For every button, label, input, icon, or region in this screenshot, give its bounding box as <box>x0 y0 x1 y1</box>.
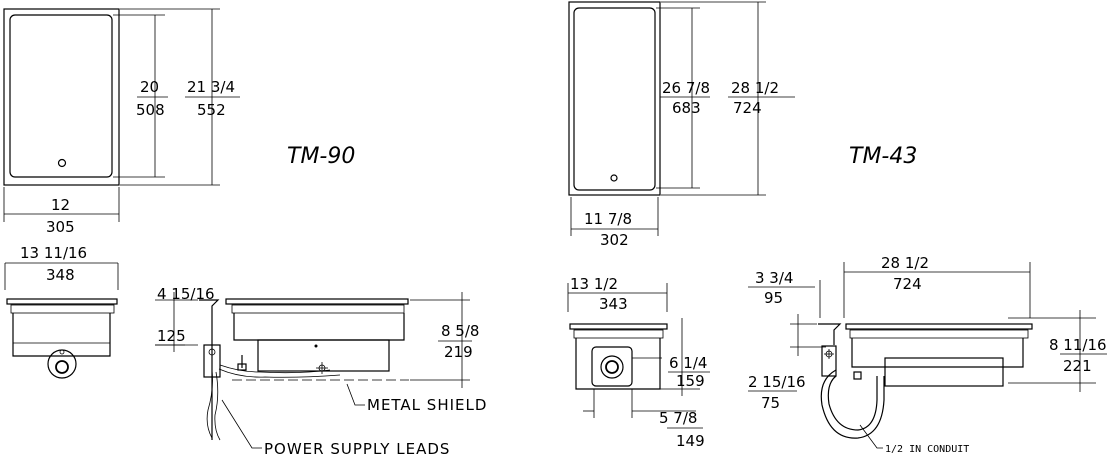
tm43-side-depth-mm: 221 <box>1063 357 1092 375</box>
tm90-inner-height-in: 20 <box>140 78 159 96</box>
tm43-outer-height-in: 28 1/2 <box>731 79 779 97</box>
tm90-front-width-in: 13 11/16 <box>20 244 87 262</box>
tm90-outer-height-mm: 552 <box>197 101 226 119</box>
tm43-side-length-mm: 724 <box>893 275 922 293</box>
tm43-top-width-mm: 302 <box>600 231 629 249</box>
tm43-box-height-mm: 159 <box>676 372 705 390</box>
tm90-outer-height-in: 21 3/4 <box>187 78 235 96</box>
tm43-side-view <box>748 262 1107 449</box>
tm43-side-offset-mm: 95 <box>764 289 783 307</box>
tm43-box-offset-in: 5 7/8 <box>659 409 697 427</box>
tm43-front-width-in: 13 1/2 <box>570 275 618 293</box>
tm43-top-width-in: 11 7/8 <box>584 210 632 228</box>
tm43-inner-height-mm: 683 <box>672 99 701 117</box>
tm43-front-body <box>575 338 661 390</box>
tm90-drain-hole <box>57 158 67 168</box>
tm90-front-width-mm: 348 <box>46 266 75 284</box>
tm43-junction-box <box>591 346 633 387</box>
tm90-top-view <box>3 8 240 222</box>
tm43-box-offset-mm: 149 <box>676 432 705 450</box>
tm90-front-view <box>4 262 119 379</box>
tm43-front-flange <box>569 323 668 330</box>
tm43-box-height-in: 6 1/4 <box>669 354 707 372</box>
tm43-conduit-inner <box>827 375 878 431</box>
tm43-outer-height-mm: 724 <box>733 99 762 117</box>
tm90-element-housing <box>257 339 390 372</box>
tm90-top-width-in: 12 <box>51 196 70 214</box>
tm90-drop-depth-in: 4 15/16 <box>157 285 215 303</box>
tm90-side-body <box>233 313 405 341</box>
tm90-side-depth-mm: 219 <box>444 343 473 361</box>
tm43-model-label: TM-43 <box>849 144 917 169</box>
tm43-side-body <box>851 338 1024 368</box>
tm90-inner-height-mm: 508 <box>136 101 165 119</box>
tm43-side-length-in: 28 1/2 <box>881 254 929 272</box>
tm90-model-label: TM-90 <box>287 144 355 169</box>
tm90-side-view <box>155 292 472 449</box>
tm90-terminal-box <box>203 344 221 378</box>
tm90-side-depth-in: 8 5/8 <box>441 322 479 340</box>
tm43-side-offset-in: 3 3/4 <box>755 269 793 287</box>
tm43-front-width-mm: 343 <box>599 295 628 313</box>
tm43-side-depth-in: 8 11/16 <box>1049 336 1107 354</box>
tm43-drop-depth-in: 2 15/16 <box>748 373 806 391</box>
tm90-top-inner-well <box>9 14 113 178</box>
tm43-top-outer-outline <box>568 1 661 196</box>
tm43-conduit-outer <box>820 369 885 439</box>
tm90-front-body <box>12 313 111 357</box>
tm43-element-housing <box>884 357 1004 387</box>
tm43-side-flange <box>845 323 1033 330</box>
tm90-side-flange <box>225 298 409 305</box>
power-supply-leads-label: POWER SUPPLY LEADS <box>264 440 450 458</box>
conduit-label: 1/2 IN CONDUIT <box>885 444 969 455</box>
tm90-top-width-mm: 305 <box>46 218 75 236</box>
tm43-top-inner-well <box>573 7 656 191</box>
tm90-front-flange <box>6 298 118 305</box>
tm43-drain-hole <box>610 174 618 182</box>
tm43-drop-depth-mm: 75 <box>761 394 780 412</box>
tm90-top-outer-outline <box>3 8 120 186</box>
tm90-drop-depth-mm: 125 <box>157 327 186 345</box>
tm43-inner-height-in: 26 7/8 <box>662 79 710 97</box>
tm43-front-view <box>567 283 710 429</box>
metal-shield-label: METAL SHIELD <box>367 396 487 414</box>
tm43-top-view <box>568 1 795 236</box>
tm43-mount-bracket <box>818 323 842 345</box>
